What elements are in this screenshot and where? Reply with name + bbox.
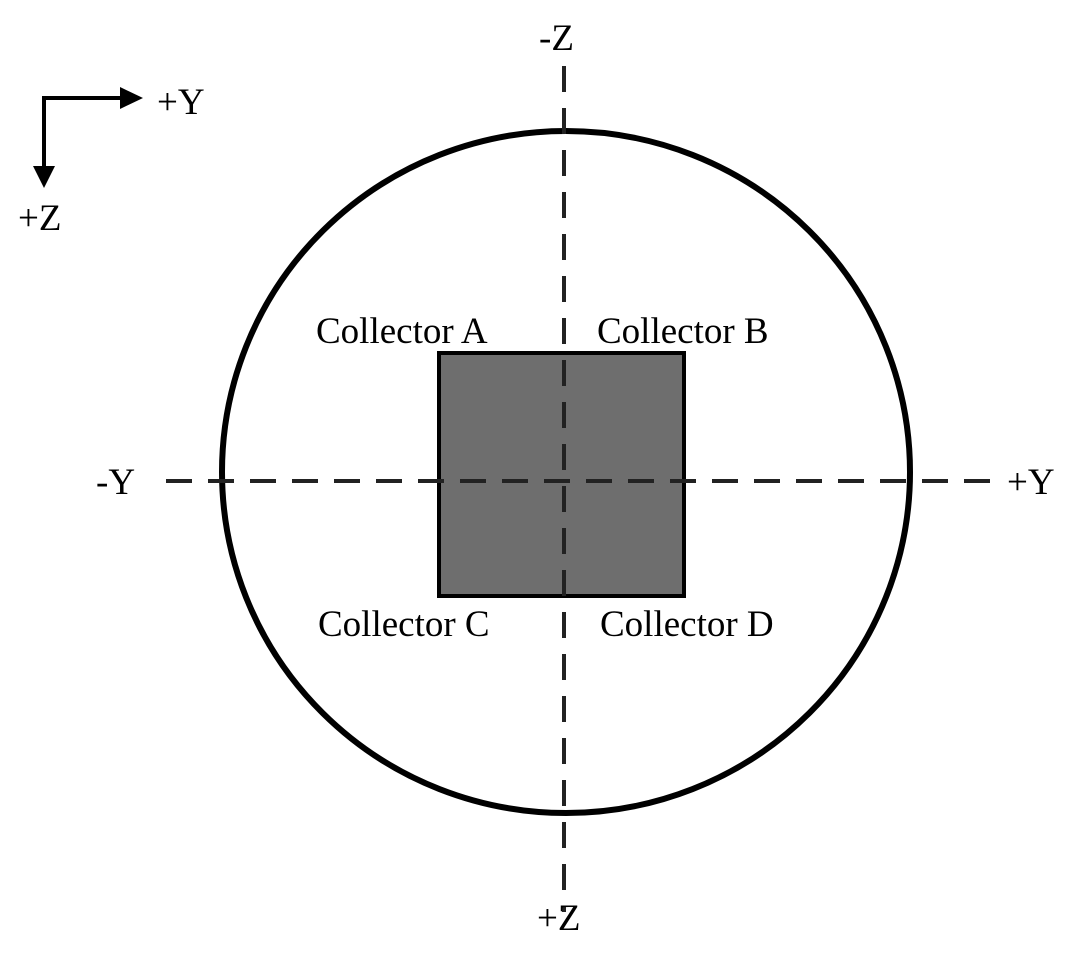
axis-label-bottom: +Z: [537, 898, 580, 939]
collector-d-label: Collector D: [600, 604, 774, 645]
orientation-z-label: +Z: [18, 198, 61, 239]
orientation-y-label: +Y: [157, 82, 205, 123]
collector-a-label: Collector A: [316, 311, 488, 352]
orientation-arrowhead-y: [120, 87, 143, 109]
axis-label-top: -Z: [539, 18, 574, 59]
orientation-arrowhead-z: [33, 166, 55, 188]
collector-c-label: Collector C: [318, 604, 490, 645]
collector-plate: [437, 351, 686, 598]
axis-label-right: +Y: [1007, 462, 1055, 503]
collector-b-label: Collector B: [597, 311, 769, 352]
axis-label-left: -Y: [96, 462, 135, 503]
orientation-indicator: +Y +Z: [18, 82, 205, 239]
